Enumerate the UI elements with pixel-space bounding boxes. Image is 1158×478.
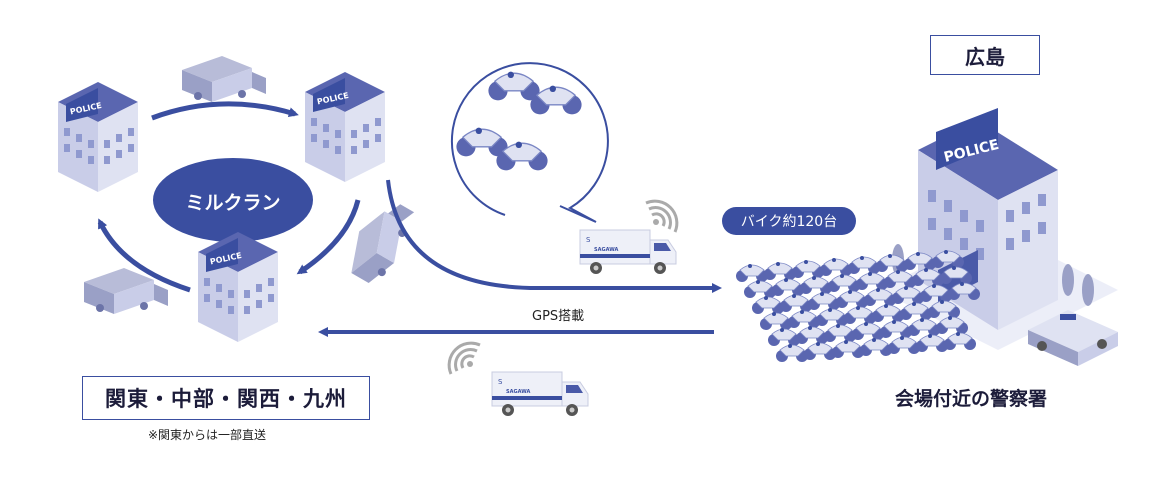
truck-icon — [182, 56, 266, 102]
fleet-motorcycle-icon — [779, 293, 813, 313]
fleet-motorcycle-icon — [835, 289, 869, 309]
fleet-motorcycle-icon — [879, 319, 913, 339]
sagawa-truck-icon — [491, 371, 589, 417]
cycle-arrow-bottom — [97, 218, 191, 293]
fleet-motorcycle-icon — [907, 317, 941, 337]
cycle-arrow-top — [151, 101, 299, 121]
hub-label: ミルクラン — [185, 191, 281, 214]
police-station-icon: POLICE — [198, 232, 278, 342]
hub-ellipse — [153, 158, 313, 242]
fleet-motorcycle-icon — [843, 305, 877, 325]
origin-note: ※関東からは一部直送 — [148, 428, 267, 442]
fleet-motorcycle-icon — [775, 343, 809, 363]
fleet-motorcycle-icon — [795, 325, 829, 345]
sagawa-truck-icon — [579, 229, 677, 275]
fleet-motorcycle-icon — [855, 271, 889, 291]
fleet-motorcycle-icon — [735, 263, 769, 283]
fleet-motorcycle-icon — [743, 279, 777, 299]
fleet-motorcycle-icon — [819, 257, 853, 277]
destination-caption: 会場付近の警察署 — [895, 388, 1048, 410]
fleet-motorcycle-icon — [851, 321, 885, 341]
fleet-motorcycle-icon — [807, 291, 841, 311]
fleet-motorcycle-icon — [763, 261, 797, 281]
fleet-motorcycle-icon — [803, 341, 837, 361]
fleet-motorcycle-icon — [767, 327, 801, 347]
wifi-icon — [447, 341, 482, 376]
fleet-motorcycle-icon — [887, 335, 921, 355]
fleet-motorcycle-icon — [799, 275, 833, 295]
cycle-arrow-right — [296, 199, 361, 275]
bike-count-badge: バイク約120台 — [722, 207, 856, 235]
fleet-motorcycle-icon — [831, 339, 865, 359]
fleet-motorcycle-icon — [787, 309, 821, 329]
fleet-motorcycle-icon — [751, 295, 785, 315]
fleet-motorcycle-icon — [827, 273, 861, 293]
origin-region-label: 関東・中部・関西・九州 — [82, 376, 370, 420]
fleet-motorcycle-icon — [915, 333, 949, 353]
fleet-motorcycle-icon — [771, 277, 805, 297]
fleet-motorcycle-icon — [791, 259, 825, 279]
destination-region-label: 広島 — [930, 35, 1040, 75]
wifi-icon — [644, 199, 679, 234]
fleet-motorcycle-icon — [759, 311, 793, 331]
fleet-motorcycle-icon — [847, 255, 881, 275]
fleet-motorcycle-icon — [815, 307, 849, 327]
police-station-icon: POLICE — [305, 72, 385, 182]
outbound-arrow — [386, 179, 722, 293]
gps-label: GPS搭載 — [532, 309, 585, 324]
fleet-motorcycle-icon — [871, 303, 905, 323]
fleet-motorcycle-icon — [823, 323, 857, 343]
fleet-motorcycle-icon — [859, 337, 893, 357]
police-station-icon: POLICE — [58, 82, 138, 192]
